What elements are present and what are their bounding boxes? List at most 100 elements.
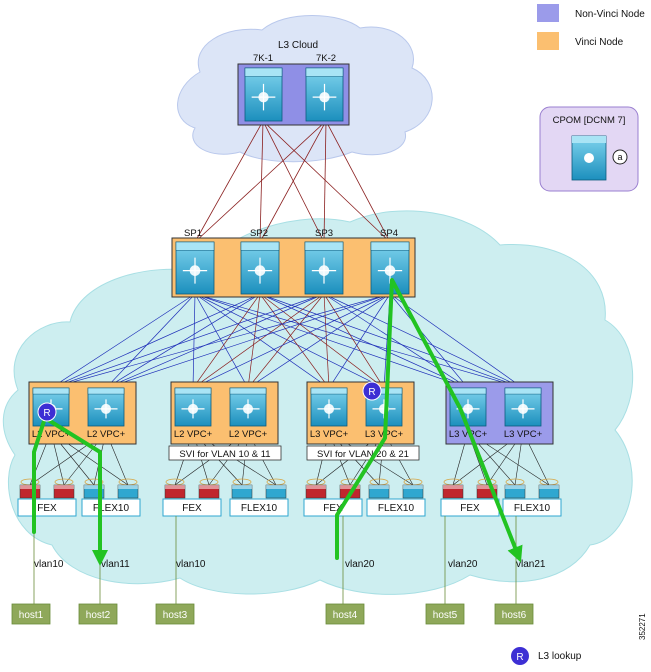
l3-lookup-badge-label: R	[516, 652, 523, 663]
links-layer	[29, 120, 550, 486]
leaf-switches: L2 VPC+L2 VPC+L2 VPC+L2 VPC+L3 VPC+L3 VP…	[32, 387, 543, 440]
flex10-group-3: FLEX10	[366, 478, 426, 517]
svi-labels: SVI for VLAN 10 & 11 SVI for VLAN 20 & 2…	[168, 445, 420, 461]
spine-leaf-link	[194, 293, 385, 389]
router-badge-1	[37, 402, 57, 422]
leaf-switch-5	[310, 387, 348, 427]
spine-leaf-link	[194, 293, 524, 389]
leaf-label-5: L3 VPC+	[310, 429, 349, 440]
spine-leaf-link	[105, 293, 261, 389]
vlan-label-2: vlan11	[101, 559, 130, 570]
leaf-label-7: L3 VPC+	[449, 429, 488, 440]
core-spine-link	[325, 120, 391, 243]
spine-leaf-link	[259, 293, 469, 389]
spine-leaf-link	[50, 293, 391, 389]
spine-leaf-link	[259, 293, 524, 389]
fex-label: FEX	[37, 503, 57, 514]
spine-leaf-link	[105, 293, 391, 389]
hosts: vlan10host1vlan11host2vlan10host3vlan20h…	[11, 516, 546, 625]
vlan-label-6: vlan21	[516, 559, 546, 570]
spine-leaf-link	[323, 293, 469, 389]
spine-leaf-link	[50, 293, 196, 389]
host-box-2	[78, 603, 118, 625]
spine-leaf-link	[259, 293, 330, 389]
host-box-4	[325, 603, 365, 625]
host-box-6	[494, 603, 534, 625]
vlan-label-1: vlan10	[34, 559, 64, 570]
fex-group-2: FEX	[162, 478, 222, 517]
leaf-switch-4	[229, 387, 267, 427]
spine-switches	[175, 241, 410, 295]
leaf-label-3: L2 VPC+	[174, 429, 213, 440]
core-label-7k1: 7K-1	[253, 53, 273, 64]
non-vinci-swatch	[537, 4, 559, 22]
spine-leaf-link	[247, 293, 391, 389]
host-box-3	[155, 603, 195, 625]
core-switch-7k1	[244, 67, 283, 122]
cpom-badge-label: a	[617, 152, 622, 162]
leaf-label-4: L2 VPC+	[229, 429, 268, 440]
leaf-switch-8	[504, 387, 542, 427]
path-host4-host6	[335, 278, 523, 563]
l3-lookup-label: L3 lookup	[538, 651, 582, 662]
host-label-5: host5	[433, 610, 458, 621]
fex-label-box	[502, 498, 562, 517]
l3-lookup-legend: R L3 lookup	[511, 647, 582, 665]
spine-leaf-link	[323, 293, 330, 389]
leaf-label-1: L2 VPC+	[32, 429, 71, 440]
router-badge-2-label: R	[368, 387, 375, 398]
fex-label-box	[366, 498, 426, 517]
legend: Non-Vinci Node Vinci Node	[537, 4, 645, 50]
host-label-2: host2	[86, 610, 111, 621]
host-label-4: host4	[333, 610, 358, 621]
core-spine-link	[262, 120, 391, 243]
leaf-label-8: L3 VPC+	[504, 429, 543, 440]
core-spine-link	[259, 120, 264, 243]
router-badge-1-label: R	[43, 408, 50, 419]
vlan-label-4: vlan20	[345, 559, 375, 570]
flex10-group-2: FLEX10	[229, 478, 289, 517]
spine-switch-3	[304, 241, 344, 295]
cpom-label: CPOM [DCNM 7]	[553, 115, 626, 126]
spine-leaf-link	[192, 293, 325, 389]
flex10-label: FLEX10	[378, 503, 415, 514]
spine-leaf-link	[50, 293, 261, 389]
vlan-label-5: vlan20	[448, 559, 478, 570]
spine-leaf-link	[105, 293, 196, 389]
flex10-label: FLEX10	[93, 503, 130, 514]
leaf-switch-7	[449, 387, 487, 427]
spine-leaf-link	[105, 293, 325, 389]
spine-leaf-link	[192, 293, 391, 389]
l3-cloud-label: L3 Cloud	[278, 40, 318, 51]
host-box-5	[425, 603, 465, 625]
fex-label-box	[229, 498, 289, 517]
cpom-box: CPOM [DCNM 7] a	[539, 106, 639, 192]
spine-switch-2	[240, 241, 280, 295]
spine-label-sp1: SP1	[184, 228, 202, 239]
fex-label-box	[303, 498, 363, 517]
l3-lookup-badge	[511, 647, 529, 665]
fex-label: FEX	[323, 503, 343, 514]
core-spine-link	[323, 120, 327, 243]
fex-label-box	[162, 498, 222, 517]
spine-leaf-link	[389, 293, 524, 389]
core-spine-link	[259, 120, 327, 243]
spine-leaf-link	[389, 293, 469, 389]
fex-label-box	[81, 498, 141, 517]
core-spine-link	[194, 120, 264, 243]
vinci-legend-label: Vinci Node	[575, 37, 624, 48]
flex10-label: FLEX10	[514, 503, 551, 514]
flex10-group-1: FLEX10	[81, 478, 141, 517]
host-box-1	[11, 603, 51, 625]
flex10-group-4: FLEX10	[502, 478, 562, 517]
leaf-switch-2	[87, 387, 125, 427]
leaf-switch-3	[174, 387, 212, 427]
svi-label-2: SVI for VLAN 20 & 21	[317, 449, 409, 460]
host-label-1: host1	[19, 610, 44, 621]
spine-leaf-link	[247, 293, 325, 389]
spine-leaf-link	[247, 293, 261, 389]
cpom-badge	[612, 149, 628, 165]
spine-leaf-link	[192, 293, 261, 389]
spine-leaf-link	[194, 293, 330, 389]
